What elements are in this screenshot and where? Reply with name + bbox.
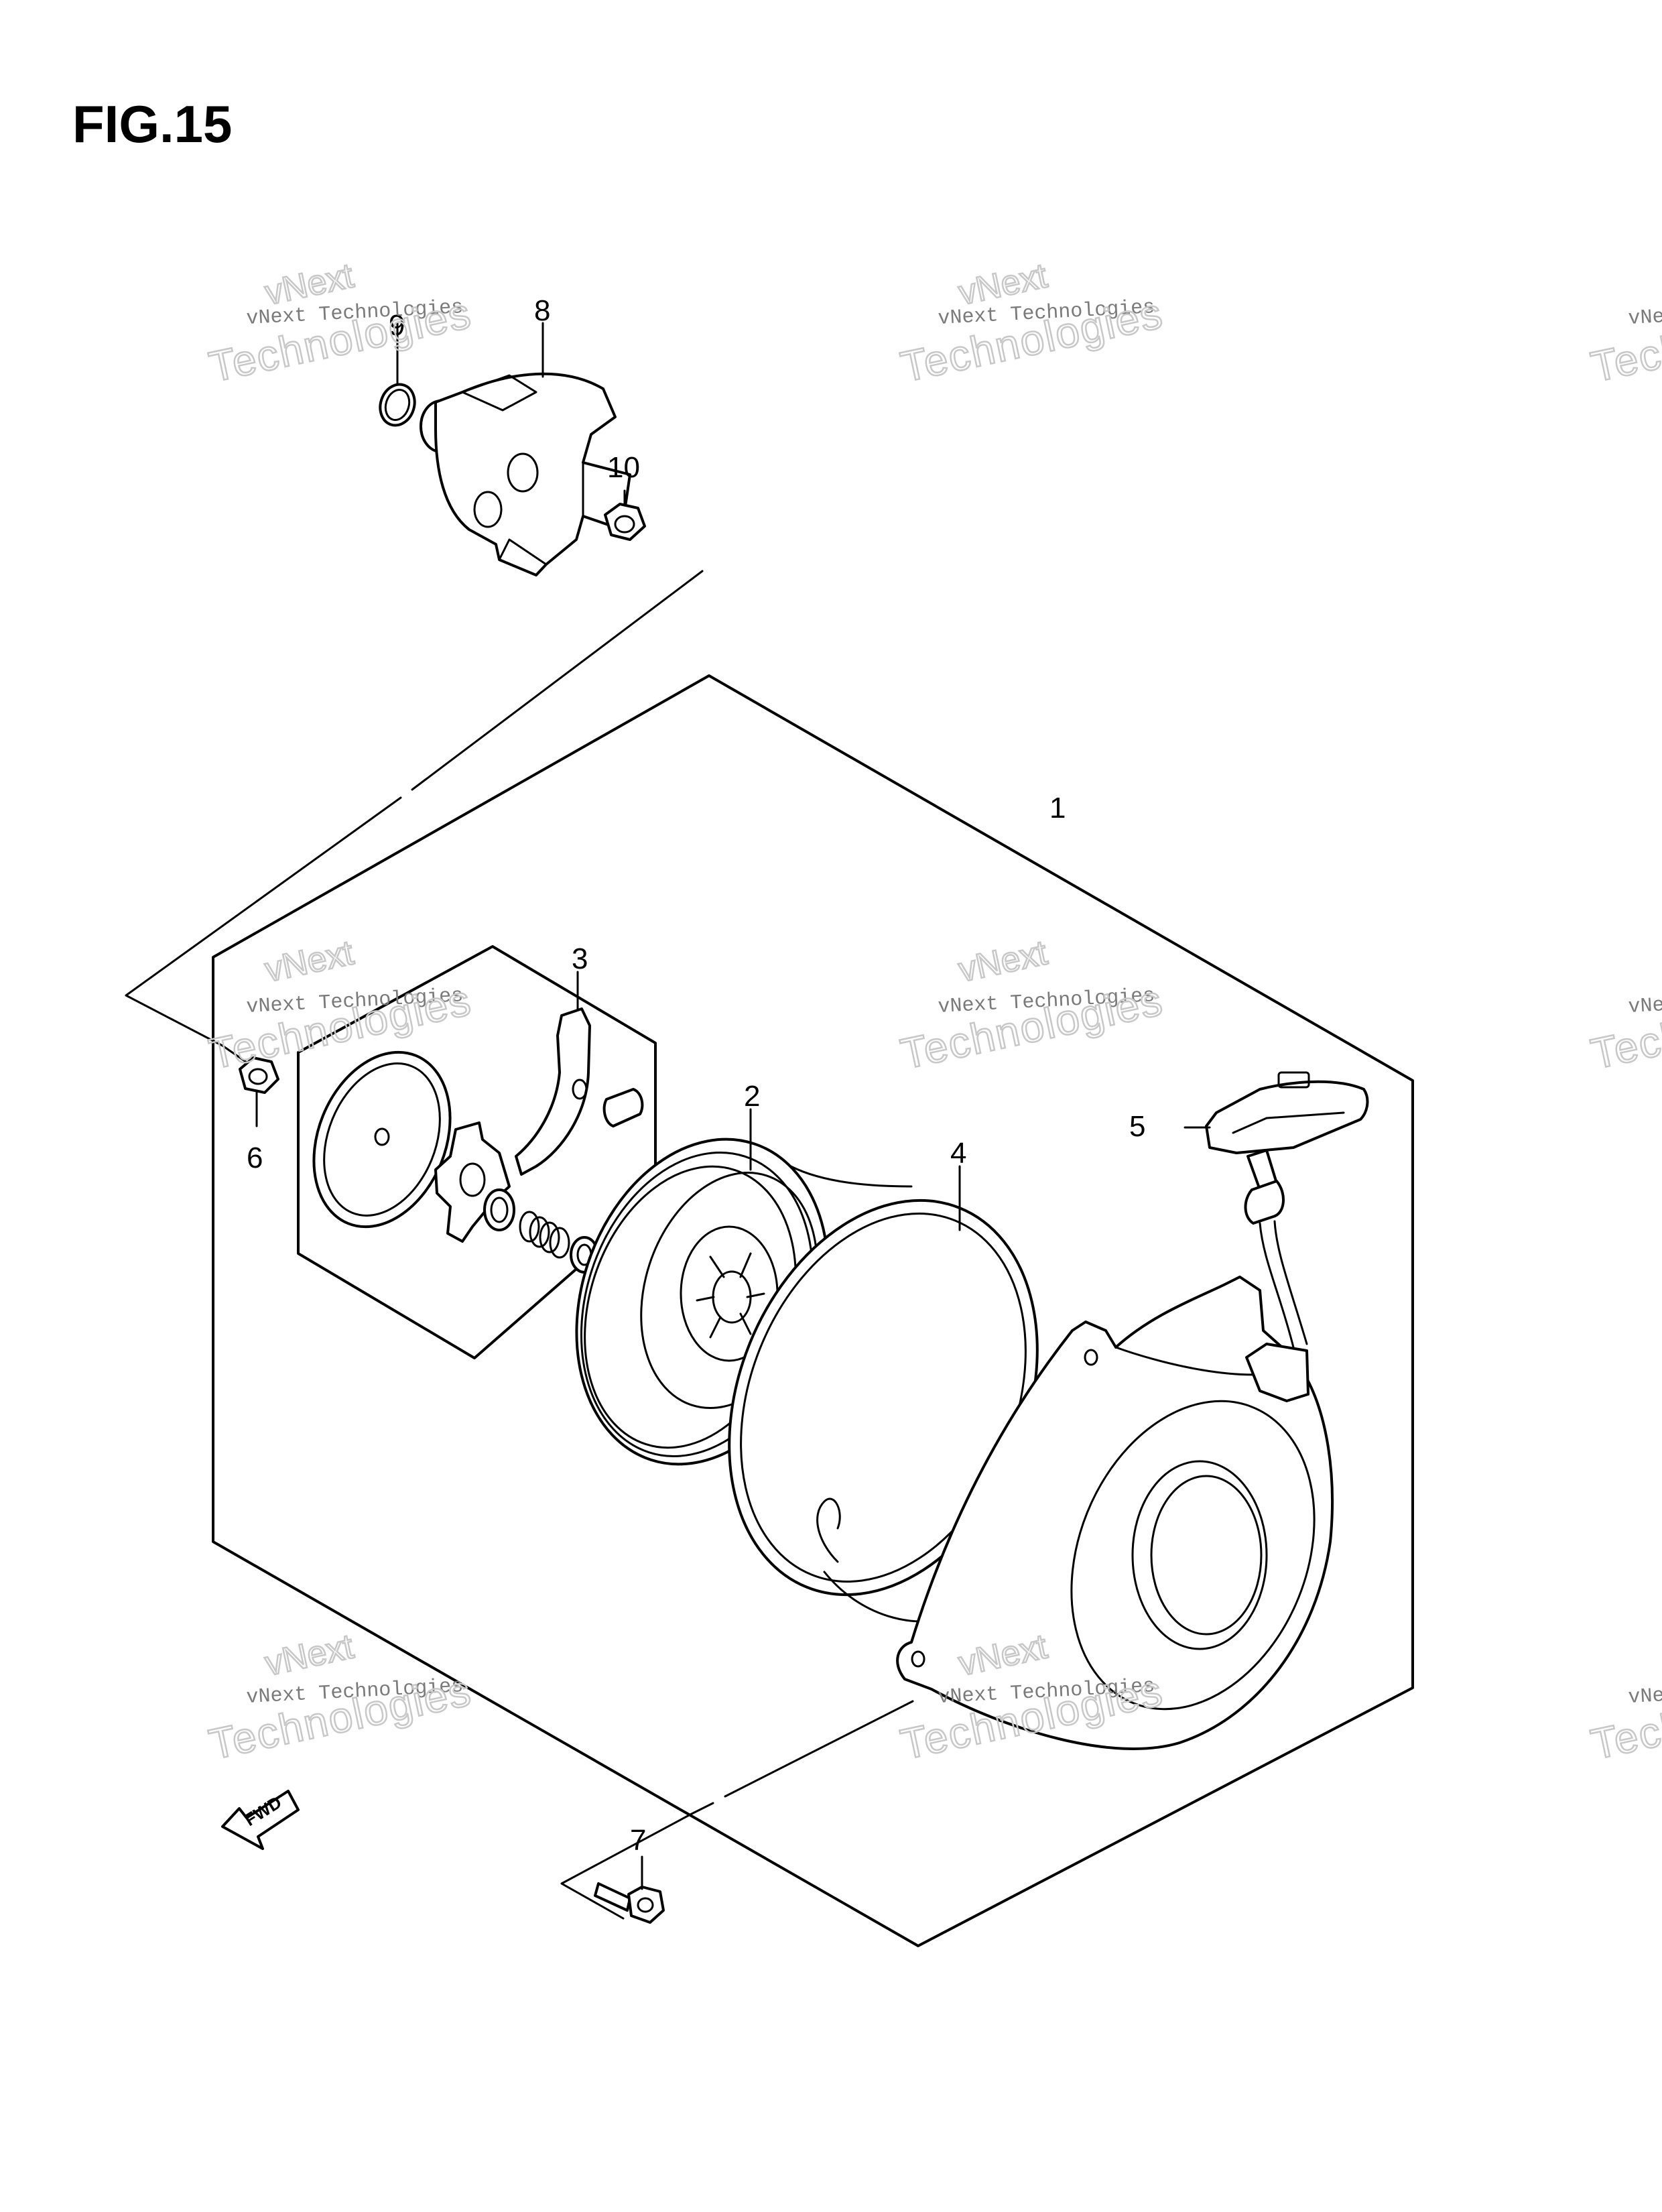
figure-title: FIG.15	[72, 95, 233, 153]
watermark-low-left: vNext vNext Technologies Technologies	[204, 1626, 476, 1770]
part-9-o-ring	[379, 322, 416, 427]
svg-text:Technologies: Technologies	[1587, 1666, 1662, 1769]
watermark-low-right: vNext Technologies Technologies	[1586, 1665, 1662, 1770]
callout-1: 1	[1049, 792, 1066, 824]
watermark-top-right: vNext Technologies Technologies	[1586, 288, 1662, 392]
reference-leader-top	[125, 570, 704, 1074]
forward-direction-arrow: FWD	[221, 1790, 300, 1850]
callout-4: 4	[950, 1137, 966, 1170]
assembly-frame	[212, 674, 1414, 1947]
callout-9: 9	[389, 309, 405, 342]
watermark-mid-center: vNext vNext Technologies Technologies	[896, 932, 1168, 1079]
ratchet-guide	[434, 1121, 511, 1243]
watermark-top-center: vNext vNext Technologies Technologies	[896, 255, 1168, 392]
callout-3: 3	[572, 942, 588, 975]
part-10-nut	[604, 489, 646, 541]
part-8-starter-drive	[420, 322, 631, 576]
svg-text:vNext Technologies: vNext Technologies	[1628, 1675, 1662, 1709]
callout-2: 2	[744, 1080, 760, 1113]
part-7-bolt	[594, 1855, 665, 1924]
callout-7: 7	[630, 1824, 646, 1857]
friction-spring-and-washers	[483, 1188, 599, 1274]
part-6-nut	[239, 1056, 279, 1127]
callout-6: 6	[247, 1142, 263, 1174]
watermark-mid-right: vNext Technologies Technologies	[1586, 975, 1662, 1079]
watermark-top-left: vNext vNext Technologies Technologies	[204, 255, 476, 392]
callout-5: 5	[1129, 1110, 1145, 1143]
watermark-mid-left: vNext vNext Technologies Technologies	[204, 932, 476, 1079]
part-3-ratchet-pawl	[515, 971, 644, 1176]
svg-text:vNext: vNext	[955, 933, 1051, 989]
callout-8: 8	[534, 294, 550, 327]
svg-text:vNext: vNext	[261, 1627, 357, 1683]
svg-text:vNext Technologies: vNext Technologies	[1628, 296, 1662, 330]
callout-10: 10	[607, 451, 640, 484]
part-5-starter-handle	[1184, 1071, 1369, 1402]
svg-text:vNext: vNext	[261, 933, 357, 989]
svg-text:Technologies: Technologies	[1587, 976, 1662, 1079]
friction-plate	[312, 1050, 452, 1229]
svg-text:vNext Technologies: vNext Technologies	[1628, 985, 1662, 1019]
svg-text:Technologies: Technologies	[1587, 289, 1662, 391]
reference-leader-bottom	[560, 1700, 914, 1920]
callout-labels: 1 2 3 4 5 6 7 8 9 10	[247, 294, 1145, 1857]
